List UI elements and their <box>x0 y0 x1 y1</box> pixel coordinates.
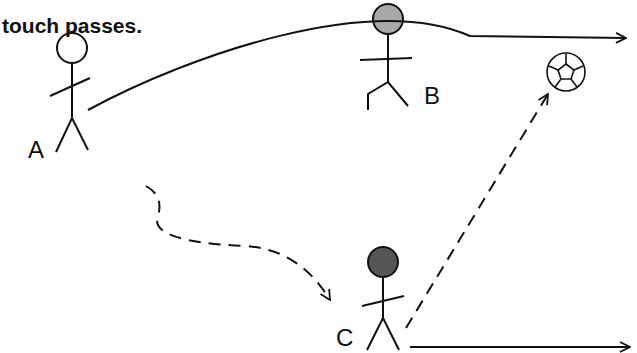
player-legs <box>367 318 399 350</box>
player-head <box>373 4 403 34</box>
ball-panel <box>558 64 574 79</box>
ball-seams <box>549 54 583 87</box>
player-figure <box>360 4 412 110</box>
soccer-ball <box>547 53 585 91</box>
pass-path <box>146 186 330 300</box>
caption-fragment: touch passes. <box>2 14 142 38</box>
player-head <box>368 247 398 277</box>
player-letter: C <box>336 326 353 350</box>
player-node: C <box>330 242 416 350</box>
player-legs <box>368 82 408 110</box>
player-figure <box>362 247 404 350</box>
player-node: B <box>352 0 452 112</box>
player-letter: A <box>28 138 44 162</box>
player-arms <box>50 78 90 96</box>
player-legs <box>56 118 88 152</box>
ball-outline <box>547 53 585 91</box>
player-letter: B <box>424 84 440 108</box>
player-figure <box>50 33 90 152</box>
pass-path <box>406 94 548 328</box>
run-path <box>410 346 630 348</box>
player-arms <box>360 58 412 60</box>
player-arms <box>362 296 404 306</box>
player-body <box>382 277 384 318</box>
player-node: A <box>18 26 150 186</box>
player-body <box>71 63 73 118</box>
player-head <box>57 33 87 63</box>
